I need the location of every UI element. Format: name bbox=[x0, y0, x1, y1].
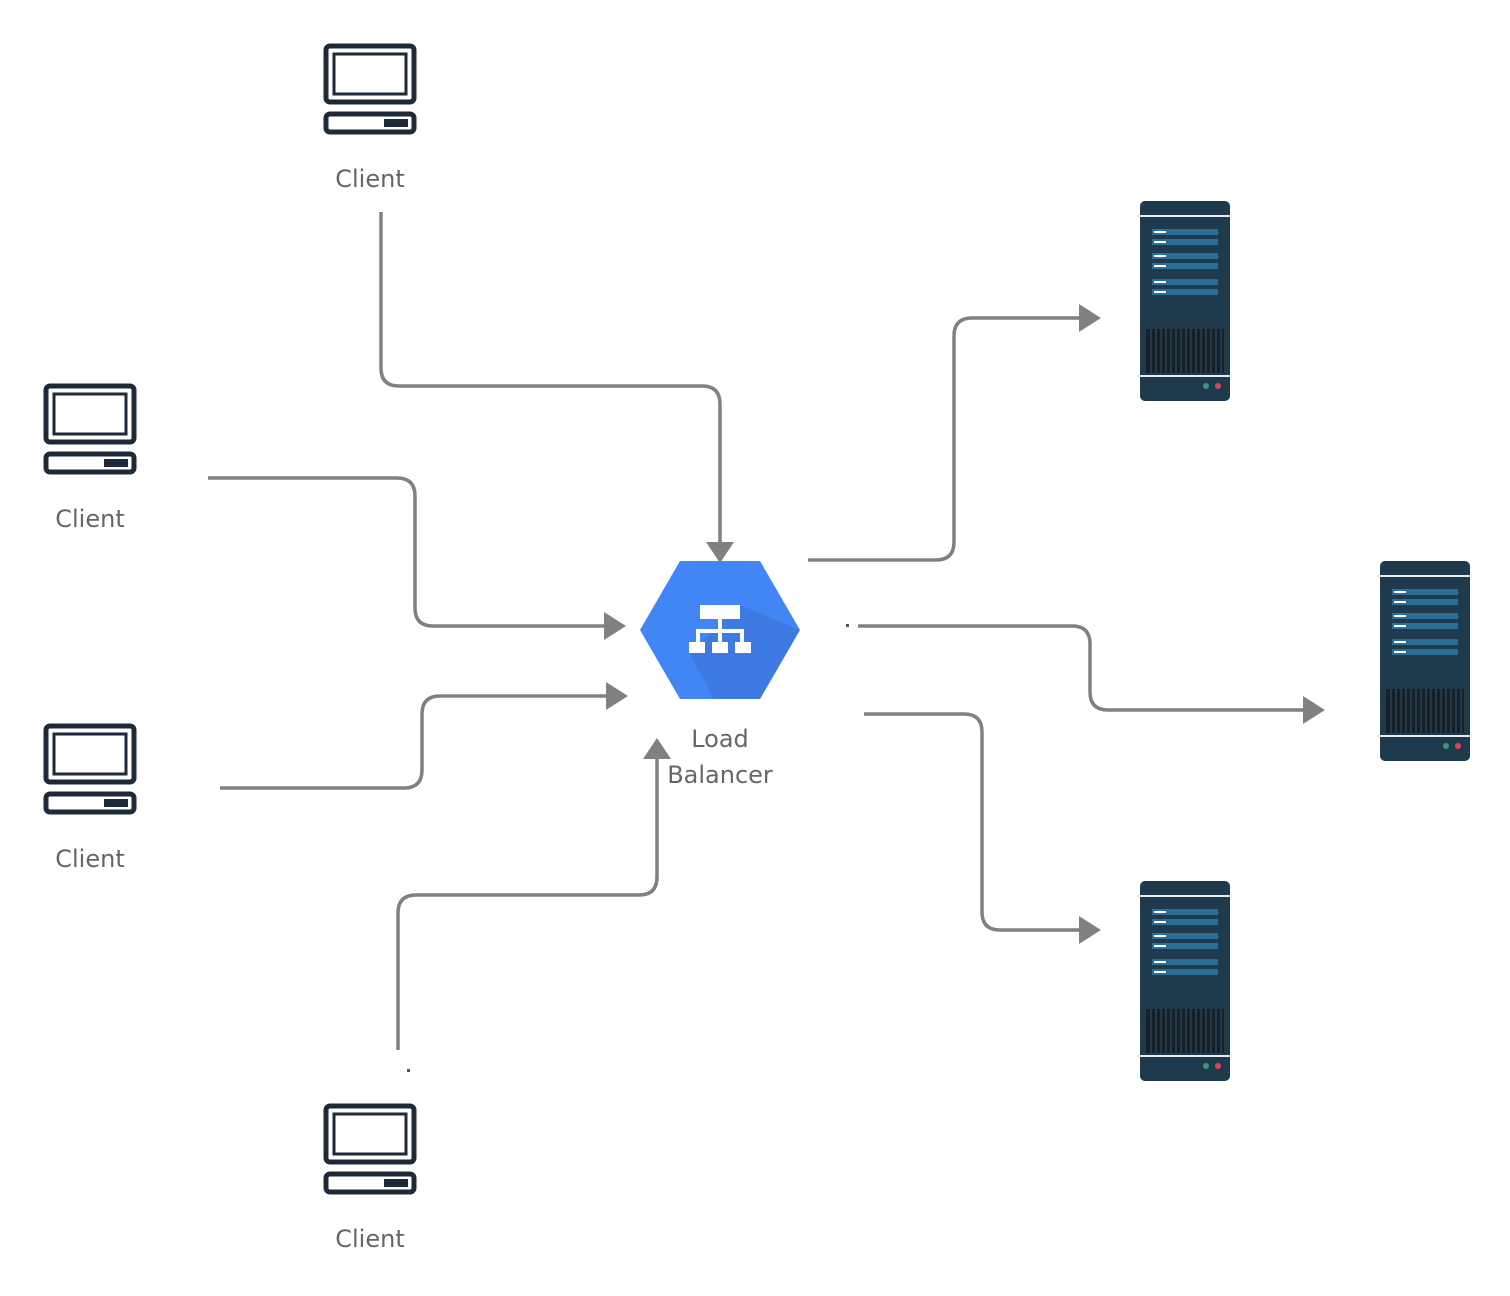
arrowhead-right bbox=[1079, 916, 1101, 944]
connector-top-client[interactable] bbox=[379, 212, 722, 542]
computer-icon bbox=[46, 386, 134, 472]
connector-left-upper-client[interactable] bbox=[208, 476, 604, 628]
connector-server-bottom[interactable] bbox=[864, 712, 1079, 932]
client-left-lower[interactable]: Client bbox=[46, 726, 134, 873]
arrowhead-up bbox=[643, 738, 671, 759]
arrowhead-right bbox=[1303, 696, 1325, 724]
connector-server-middle[interactable] bbox=[858, 624, 1303, 712]
server-top-icon[interactable] bbox=[1139, 200, 1231, 402]
client-label: Client bbox=[55, 845, 124, 873]
connector-left-lower-client[interactable] bbox=[220, 694, 606, 790]
client-label: Client bbox=[335, 165, 404, 193]
client-top[interactable]: Client bbox=[326, 46, 414, 193]
connector-handle-dot bbox=[407, 1069, 410, 1072]
connectors-in bbox=[208, 212, 734, 1072]
connectors-out bbox=[808, 304, 1325, 944]
computer-icon bbox=[326, 46, 414, 132]
client-bottom[interactable]: Client bbox=[326, 1106, 414, 1253]
computer-icon bbox=[326, 1106, 414, 1192]
computer-icon bbox=[46, 726, 134, 812]
server-middle-icon[interactable] bbox=[1379, 560, 1471, 762]
client-label: Client bbox=[55, 505, 124, 533]
connector-server-top[interactable] bbox=[808, 316, 1079, 562]
arrowhead-right bbox=[604, 612, 626, 640]
arrowhead-down bbox=[706, 542, 734, 563]
load-balancer-label-line2: Balancer bbox=[667, 761, 773, 789]
arrowhead-right bbox=[1079, 304, 1101, 332]
load-balancer-node[interactable]: Load Balancer bbox=[640, 561, 800, 789]
connector-handle-dot bbox=[846, 624, 849, 627]
load-balancer-label-line1: Load bbox=[691, 725, 749, 753]
connector-bottom-client[interactable] bbox=[396, 759, 659, 1050]
arrowhead-right bbox=[606, 682, 628, 710]
load-balancer-icon bbox=[640, 561, 800, 699]
client-label: Client bbox=[335, 1225, 404, 1253]
client-left-upper[interactable]: Client bbox=[46, 386, 134, 533]
server-bottom-icon[interactable] bbox=[1139, 880, 1231, 1082]
